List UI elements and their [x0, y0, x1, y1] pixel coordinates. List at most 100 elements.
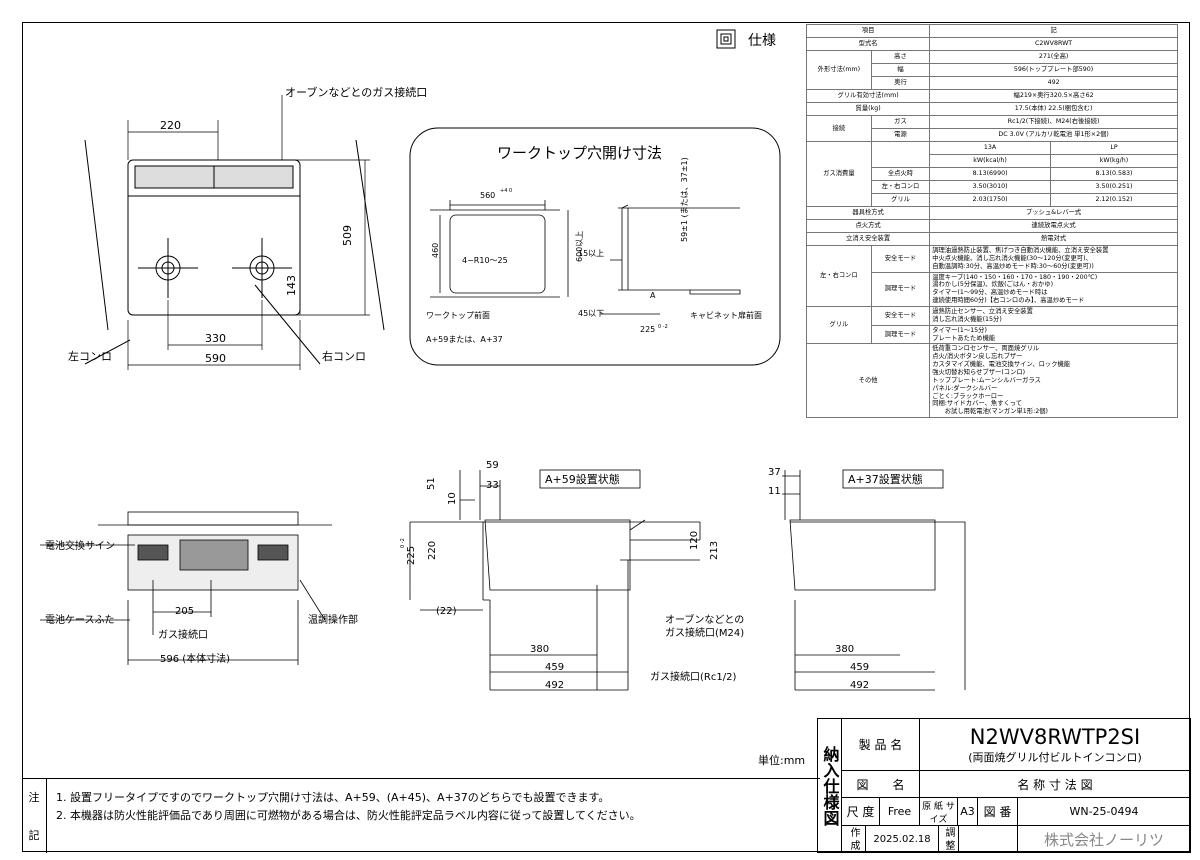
dim-600: 600以上: [575, 231, 584, 262]
spec-other-0: 低荷重コンロセンサー、両面焼グリル: [932, 345, 1040, 353]
spec-power_label: 電源: [870, 128, 931, 142]
spec-width_label: 幅: [870, 63, 931, 77]
spec-burner_cook-2: タイマー(1〜99分、高温炒めモード時は: [932, 289, 1048, 297]
dim-492: 492: [545, 680, 564, 691]
spec-mass_label: 質量(kg): [805, 102, 931, 116]
dim-205: 205: [175, 606, 194, 617]
cutout-width-tol: +4 0: [500, 188, 512, 194]
dim-225: 225: [640, 325, 655, 334]
spec-rows-2-lp: 2.12(0.152): [1049, 193, 1179, 207]
temp-panel-label: 温調操作部: [308, 613, 358, 626]
notes-side-1: 記: [28, 829, 40, 842]
dim-596: 596 (本体寸法): [160, 652, 230, 665]
title_block-drawing_label: 図 名: [842, 771, 920, 798]
spec-other-8: お試し用乾電池(マンガン単1形:2個): [932, 408, 1048, 416]
dim-380: 380: [530, 644, 549, 655]
spec-other-7: 同梱:サイドカバー、魚すくって: [932, 400, 1023, 408]
col-item: 項目: [805, 24, 931, 38]
dim-59: 59±1 (または、37±1): [680, 157, 689, 242]
spec-burner_safe-1: 中火点火機能、消し忘れ消火機能(30〜120分(変更可)、: [932, 254, 1092, 262]
spec-gas_label: ガス: [870, 115, 931, 129]
spec-height: 271(全高): [929, 50, 1178, 64]
spec-other-2: カスタマイズ機能、電池交換サイン、ロック機能: [932, 361, 1071, 369]
spec-cook_mode: 調理モード: [870, 271, 931, 308]
title_block-number: WN-25-0494: [1018, 798, 1191, 826]
spec-model_label: 型式名: [805, 37, 931, 51]
col-value: 記: [929, 24, 1178, 38]
title_block-vertical: 納入仕様図: [818, 719, 842, 853]
spec-valve_label: 器具栓方式: [805, 206, 931, 220]
title_block-number_label: 図 番: [978, 798, 1018, 826]
spec-consumption_label: ガス消費量: [806, 141, 872, 207]
title-block: 納入仕様図 製 品 名 N2WV8RWTP2SI (両面焼グリル付ビルトインコン…: [817, 718, 1191, 853]
title_block-date: 2025.02.18: [866, 826, 939, 853]
spec-unit_lp: kW(kg/h): [1049, 154, 1179, 168]
spec-safe_mode: 安全モード: [870, 245, 931, 273]
dim-143: 143: [285, 275, 298, 296]
cutout-drawing: [430, 200, 741, 315]
top-view: [84, 95, 385, 370]
title_block-product_label: 製 品 名: [842, 719, 920, 771]
title_block-product_sub: (両面焼グリル付ビルトインコンロ): [968, 750, 1142, 764]
spec-rows-1-lp: 3.50(0.251): [1049, 180, 1179, 194]
spec-icon: [716, 29, 736, 49]
front-view: [40, 511, 332, 665]
unit-label: 単位:mm: [758, 754, 806, 767]
dim-220: 220: [160, 119, 181, 132]
dim-225b-tol: 0 -2: [400, 538, 406, 548]
spec-grill_safe-0: 過熱防止センサー、立消え安全装置: [932, 308, 1033, 316]
title_block-adjust_label: 調 整: [939, 826, 959, 853]
dim-330: 330: [205, 332, 226, 345]
spec-other_label: その他: [805, 343, 931, 419]
spec-grill_row_label: グリル: [806, 306, 872, 345]
spec-title: 仕様: [748, 33, 776, 49]
spec-other-1: 点火/消火ボタン戻し忘れブザー: [932, 353, 1023, 361]
spec-safety_label: 立消え安全装置: [805, 232, 931, 246]
spec-depth_label: 奥行: [870, 76, 931, 90]
spec-grill_cook-0: タイマー(1〜15分): [932, 326, 987, 334]
cutout-width: 560: [480, 191, 495, 200]
note-2: 2. 本機器は防火性能評価品であり周囲に可燃物がある場合は、防火性能評定品ラベル…: [56, 809, 641, 822]
dim-459: 459: [545, 662, 564, 673]
spec-ignition_label: 点火方式: [805, 219, 931, 233]
spec-other-3: 強火切替お知らせブザー(コンロ): [932, 369, 1026, 377]
cutout-height: 460: [431, 243, 440, 258]
spec-grill_cook-1: プレートあたため機能: [932, 334, 996, 342]
oven-port-label-2: ガス接続口(M24): [665, 626, 744, 639]
cutout-formula: A+59または、A+37: [426, 335, 503, 344]
spec-col_13a: 13A: [929, 141, 1051, 155]
cutout-panel: [409, 127, 781, 366]
title_block-paper: A3: [958, 798, 978, 826]
dim-380b: 380: [835, 644, 854, 655]
oven-port-label: オーブンなどとの: [665, 613, 744, 626]
dim-225-tol: 0 -2: [658, 324, 668, 330]
spec-other-6: ごとく:ブラックホーロー: [932, 392, 1004, 400]
dim-51: 51: [426, 477, 437, 490]
battery-cover-label: 電池ケースふた: [45, 613, 115, 626]
spec-col_lp: LP: [1049, 141, 1179, 155]
dim-225b: 225: [406, 546, 417, 565]
spec-depth: 492: [929, 76, 1178, 90]
title_block-made_label: 作 成: [842, 826, 866, 853]
dim-22: (22): [436, 606, 457, 617]
battery-sign-label: 電池交換サイン: [45, 539, 115, 552]
spec-gas: Rc1/2(下接続)、M24(右後接続): [929, 115, 1178, 129]
dim-492b: 492: [850, 680, 869, 691]
dim-120: 120: [689, 531, 700, 550]
side37-title: A+37設置状態: [848, 472, 923, 486]
notes-side-0: 注: [28, 791, 40, 804]
dim-11: 11: [768, 486, 781, 497]
title_block-paper_label: 原 紙 サイズ: [920, 798, 958, 826]
dim-213: 213: [709, 541, 720, 560]
spec-grill_safe-1: 消し忘れ消火機能(15分): [932, 315, 1002, 323]
dim-37: 37: [768, 467, 781, 478]
spec-burner_cook-3: 連続使用時間60分)【右コンロのみ】、高温炒めモード: [932, 297, 1085, 305]
gas-port-rc-label: ガス接続口(Rc1/2): [650, 670, 736, 683]
cutout-radius: 4−R10〜25: [462, 256, 508, 265]
spec-other-4: トッププレート:ムーンシルバーガラス: [932, 376, 1041, 384]
cutout-title: ワークトップ穴開け寸法: [497, 144, 662, 162]
side-view-59: [409, 469, 701, 691]
